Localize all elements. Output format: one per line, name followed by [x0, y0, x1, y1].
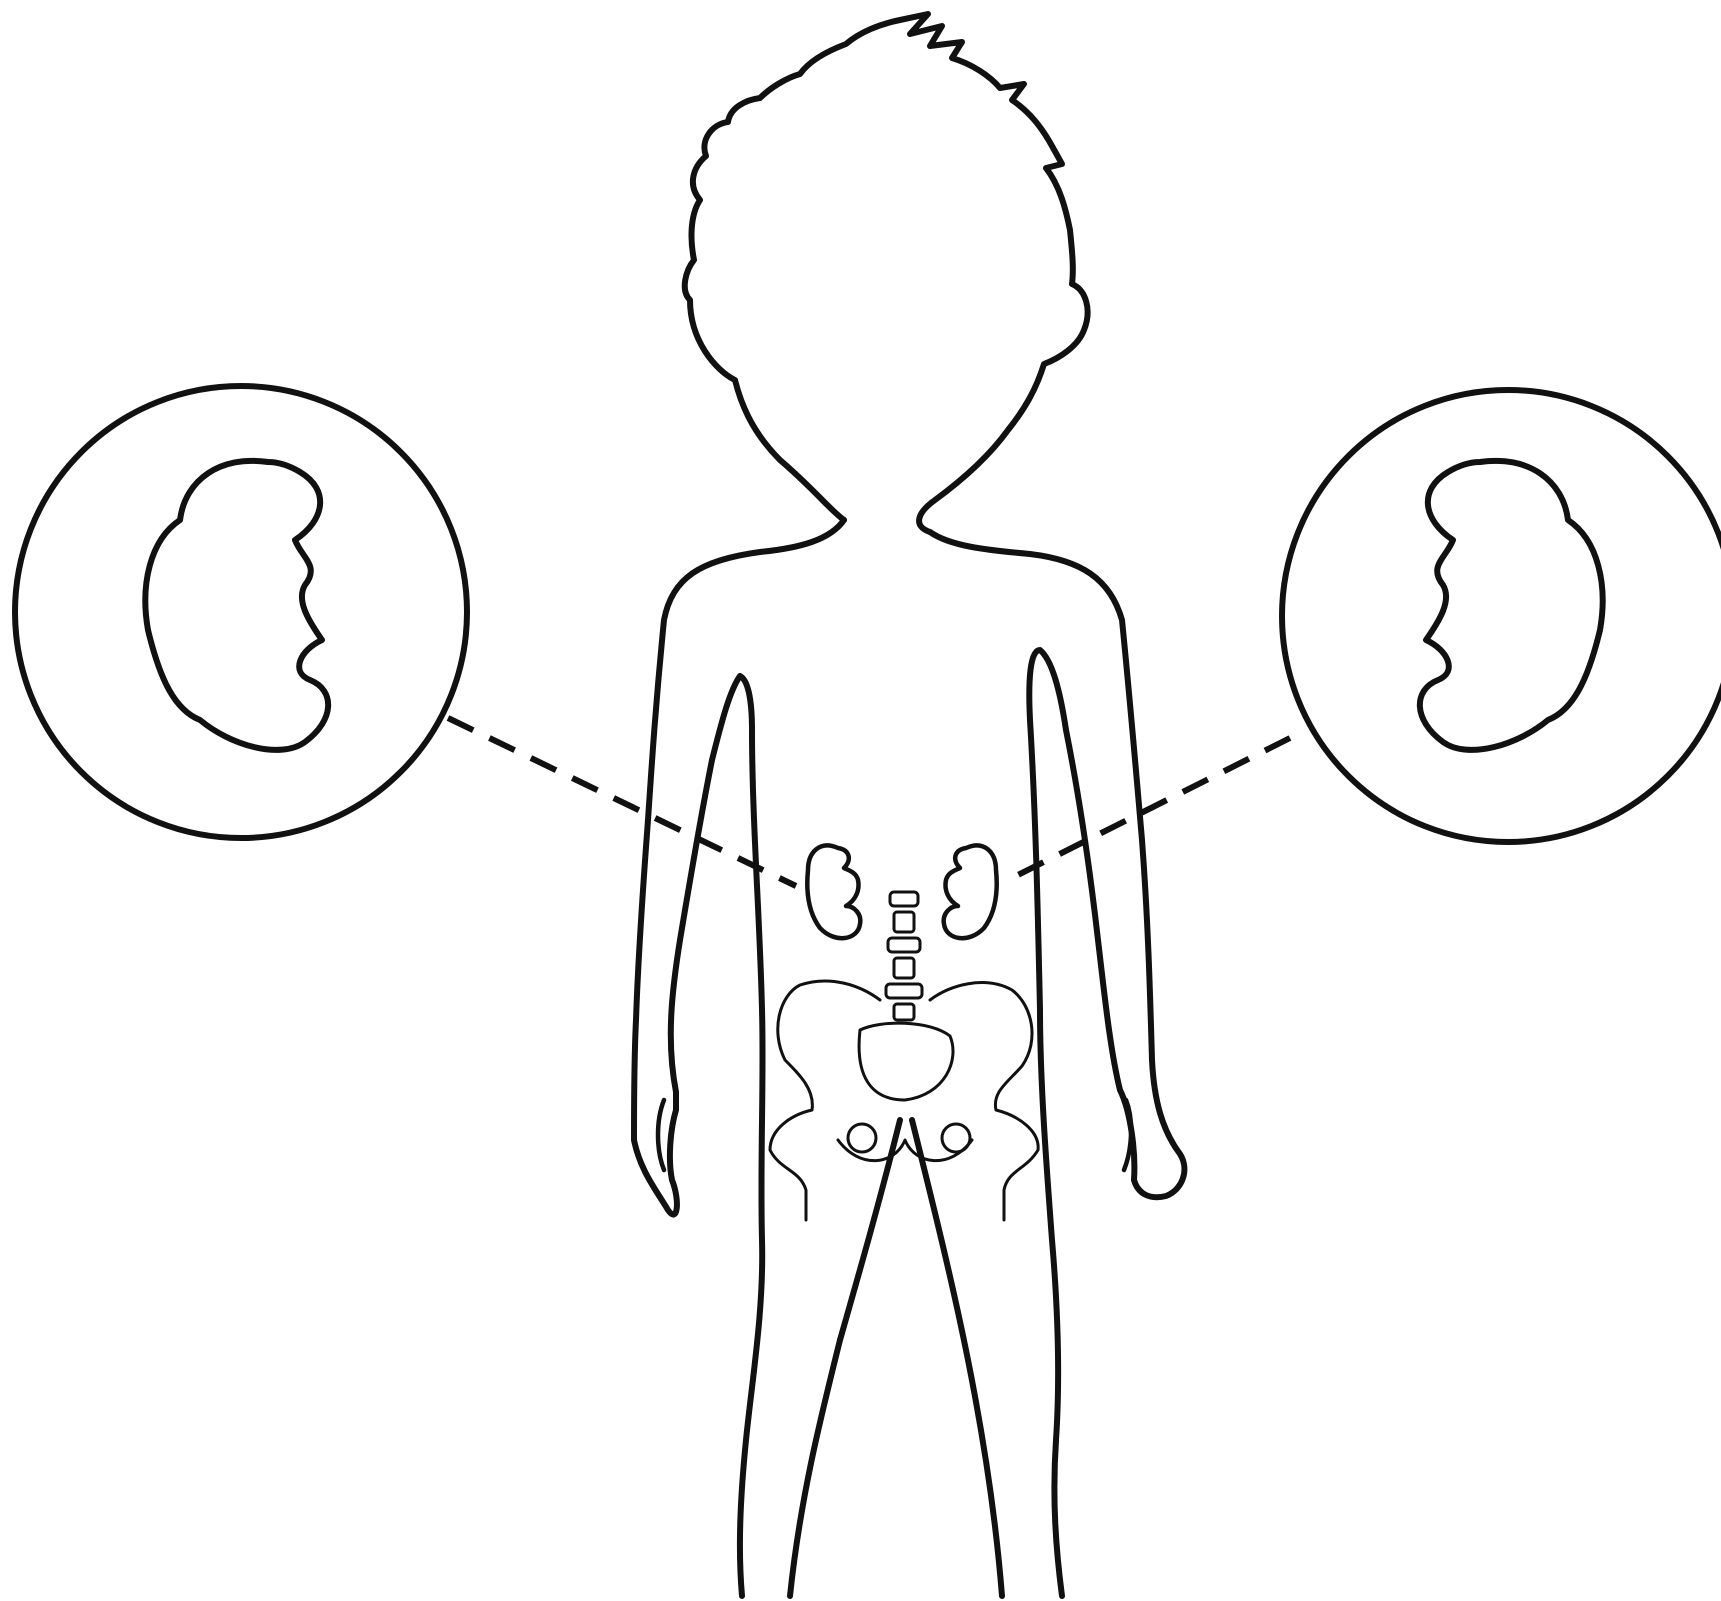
- torso-outline: [634, 520, 844, 1596]
- pelvis-right-wing: [930, 983, 1038, 1220]
- right-callout-circle: [1282, 390, 1721, 842]
- left-hip-socket: [848, 1124, 876, 1152]
- kidney-icon: [145, 461, 328, 750]
- left-kidney-callout: [15, 386, 467, 838]
- left-callout-line: [448, 718, 796, 886]
- sacrum: [859, 1023, 953, 1100]
- right-callout-line: [1008, 738, 1290, 880]
- spine: [886, 892, 922, 1020]
- right-kidney-callout: [1282, 390, 1721, 842]
- right-kidney-icon: [944, 845, 997, 938]
- child-body-outline: [634, 14, 1184, 1596]
- pelvis-illustration: [770, 892, 1038, 1220]
- torso-outline-right: [930, 532, 1184, 1596]
- head-outline: [685, 14, 1088, 532]
- left-callout-circle: [15, 386, 467, 838]
- right-inner-leg: [912, 1120, 1002, 1596]
- left-hand-detail: [658, 1100, 664, 1170]
- pelvis-left-wing: [770, 981, 880, 1220]
- left-kidney-icon: [807, 845, 860, 938]
- kidney-icon: [1420, 461, 1603, 750]
